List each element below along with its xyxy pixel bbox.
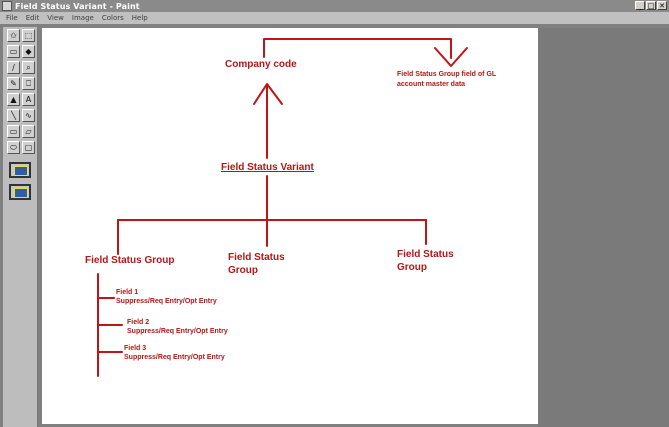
ellipse-tool[interactable]: ⬭ [7,141,20,154]
company-code-label: Company code [225,59,297,70]
brush-icon: ⎕ [26,78,31,88]
menu-help[interactable]: Help [131,14,148,22]
airbrush-icon: ▲ [10,95,17,104]
fsg-mid-label: Field Status Group [228,251,285,277]
field-2-name: Field 2 [127,319,150,326]
fsg-right-label: Field Status Group [397,248,454,274]
menu-colors[interactable]: Colors [101,14,124,22]
fill-icon: ◆ [25,47,32,56]
fsg-right-line2: Group [397,262,427,273]
fsg-mid-line1: Field Status [228,252,285,263]
menu-view[interactable]: View [47,14,64,22]
field-3-name: Field 3 [124,345,147,352]
airbrush-tool[interactable]: ▲ [7,93,20,106]
paint-app-icon [2,1,12,11]
company-arrow-head [253,83,283,105]
window-title: Field Status Variant - Paint [15,1,140,11]
menu-image[interactable]: Image [71,14,94,22]
close-button[interactable]: ✕ [657,1,667,10]
line-tool[interactable]: ╲ [7,109,20,122]
tool-grid: ✩ ⬚ ▭ ◆ ∕ ⌕ ✎ ⎕ ▲ A ╲ ∿ ▭ ▱ ⬭ ▢ [6,28,36,156]
rounded-rect-tool[interactable]: ▢ [22,141,35,154]
free-select-tool[interactable]: ✩ [7,29,20,42]
curve-tool[interactable]: ∿ [22,109,35,122]
field-3-options: Suppress/Req Entry/Opt Entry [124,354,225,361]
minimize-button[interactable]: _ [635,1,645,10]
color-picker-icon: ∕ [12,63,15,72]
magnifier-tool[interactable]: ⌕ [22,61,35,74]
background-color-box[interactable] [9,184,31,200]
brush-tool[interactable]: ⎕ [22,77,35,90]
fsg-right-line1: Field Status [397,249,454,260]
field-2-options: Suppress/Req Entry/Opt Entry [127,328,228,335]
pencil-icon: ✎ [10,79,17,88]
rect-select-tool[interactable]: ⬚ [22,29,35,42]
fsg-mid-line2: Group [228,265,258,276]
field-1-name: Field 1 [116,289,139,296]
menu-file[interactable]: File [6,14,18,22]
fsg-left-label: Field Status Group [85,255,175,266]
rounded-rect-icon: ▢ [24,143,33,152]
text-tool[interactable]: A [22,93,35,106]
pencil-tool[interactable]: ✎ [7,77,20,90]
rectangle-tool[interactable]: ▭ [7,125,20,138]
menu-bar: File Edit View Image Colors Help [0,12,669,24]
workspace-background [538,28,669,427]
field-1-options: Suppress/Req Entry/Opt Entry [116,298,217,305]
rect-select-icon: ⬚ [24,31,33,40]
fsg-field-note-line1: Field Status Group field of GL [397,71,497,78]
fsg-field-note: Field Status Group field of GL account m… [397,70,496,90]
rectangle-icon: ▭ [9,127,18,136]
field-3-block: Field 3 Suppress/Req Entry/Opt Entry [124,344,225,362]
maximize-button[interactable]: □ [646,1,656,10]
free-select-icon: ✩ [10,31,17,40]
title-bar: Field Status Variant - Paint _ □ ✕ [0,0,669,12]
magnifier-icon: ⌕ [26,62,31,72]
paint-canvas[interactable]: Company code Field Status Group field of… [42,28,538,424]
curve-icon: ∿ [25,111,32,120]
polygon-tool[interactable]: ▱ [22,125,35,138]
eraser-icon: ▭ [9,47,18,56]
note-arrow-head [434,47,468,67]
polygon-icon: ▱ [25,127,32,136]
ellipse-icon: ⬭ [10,142,17,152]
window-controls: _ □ ✕ [635,1,667,10]
fill-tool[interactable]: ◆ [22,45,35,58]
toolbox: ✩ ⬚ ▭ ◆ ∕ ⌕ ✎ ⎕ ▲ A ╲ ∿ ▭ ▱ ⬭ ▢ [3,27,38,427]
field-1-block: Field 1 Suppress/Req Entry/Opt Entry [116,288,217,306]
field-2-block: Field 2 Suppress/Req Entry/Opt Entry [127,318,228,336]
fsg-field-note-line2: account master data [397,81,466,88]
field-status-variant-label: Field Status Variant [221,162,314,173]
company-to-note-line [263,38,452,59]
text-icon: A [25,95,32,104]
eraser-tool[interactable]: ▭ [7,45,20,58]
line-icon: ╲ [11,111,16,120]
menu-edit[interactable]: Edit [25,14,40,22]
foreground-color-box[interactable] [9,162,31,178]
color-picker-tool[interactable]: ∕ [7,61,20,74]
diagram-lines [97,38,468,377]
